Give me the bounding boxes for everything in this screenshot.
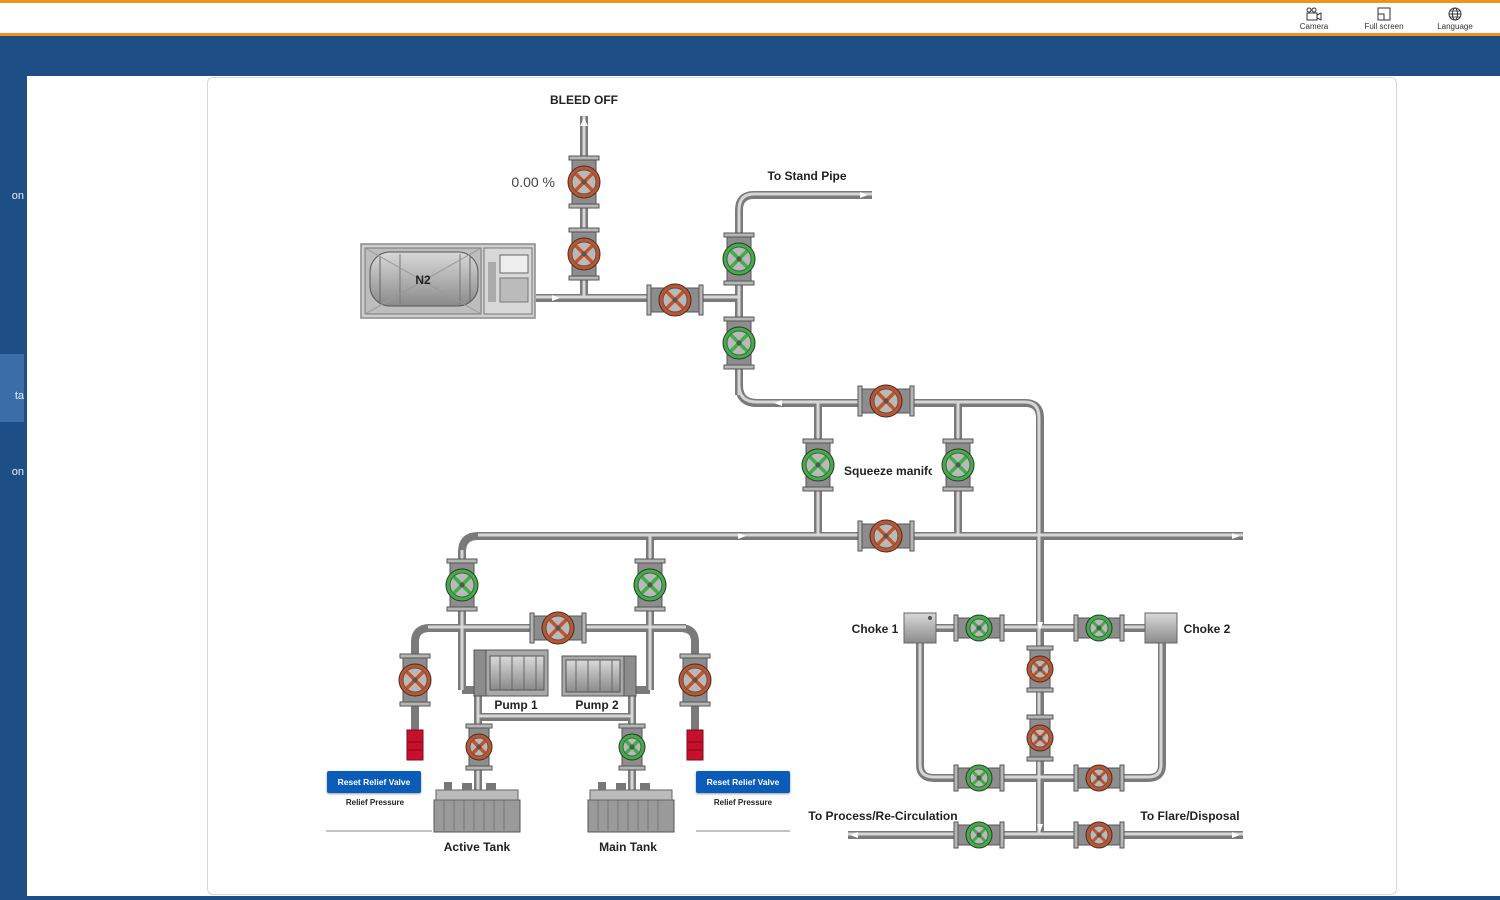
pipe-highlights (428, 116, 1243, 836)
bleed-off-valve-1[interactable] (567, 155, 601, 209)
sidebar-item-1[interactable]: on (0, 190, 24, 202)
choke1-valve[interactable] (953, 614, 1005, 642)
n2-tank: N2 (360, 243, 536, 319)
squeeze-label-bg (840, 460, 932, 482)
sidebar-item-label: on (11, 466, 24, 478)
pump1-discharge-valve[interactable] (445, 558, 479, 612)
choke2-valve[interactable] (1073, 614, 1125, 642)
main-tank (587, 782, 675, 833)
choke-bypass-valve-1[interactable] (1026, 645, 1054, 693)
pump-crossover-valve[interactable] (529, 611, 587, 645)
active-tank-label: Active Tank (444, 840, 511, 854)
stand-pipe-valve-1[interactable] (722, 232, 756, 286)
reset-relief-valve-left-button[interactable]: Reset Relief Valve (327, 771, 421, 793)
to-flare-label: To Flare/Disposal (1140, 809, 1239, 823)
reset-relief-valve-right-button[interactable]: Reset Relief Valve (696, 771, 790, 793)
bleed-off-label: BLEED OFF (550, 93, 618, 107)
choke-1 (903, 612, 937, 644)
flow-arrows (552, 118, 1240, 838)
relief-pressure-right-label: Relief Pressure (714, 798, 773, 807)
choke-2-label: Choke 2 (1184, 622, 1231, 636)
fullscreen-label: Full screen (1364, 22, 1404, 31)
squeeze-manifold-label: Squeeze manifold (844, 464, 946, 478)
fullscreen-button[interactable]: Full screen (1354, 5, 1414, 37)
arrow-up-icon (580, 118, 588, 126)
sidebar-item-3[interactable]: on (0, 466, 24, 478)
arrow-right-icon (738, 533, 746, 539)
relief-valve-left[interactable] (398, 653, 432, 707)
sidebar-item-active[interactable] (0, 354, 24, 422)
language-label: Language (1437, 22, 1473, 31)
manifold-mid-valve[interactable] (857, 519, 915, 553)
arrow-right-icon (1232, 832, 1240, 838)
pump-1-label: Pump 1 (494, 698, 538, 712)
n2-label: N2 (415, 273, 431, 287)
choke-1-label: Choke 1 (852, 622, 899, 636)
choke-return-valve-right[interactable] (1073, 764, 1125, 792)
sidebar: on ta on (0, 74, 24, 900)
n2-valve[interactable] (646, 283, 704, 317)
active-tank-suction-valve[interactable] (465, 723, 493, 771)
globe-icon (1448, 7, 1462, 21)
main-tank-label: Main Tank (599, 840, 657, 854)
relief-pressure-left-label: Relief Pressure (346, 798, 405, 807)
choke-2 (1144, 612, 1178, 644)
to-process-label: To Process/Re-Circulation (808, 809, 957, 823)
top-toolbar: Camera Full screen Language (0, 0, 1500, 36)
diagram-panel (207, 77, 1397, 895)
squeeze-label-clip: Squeeze manifold (844, 464, 946, 478)
squeeze-valve-left[interactable] (801, 438, 835, 492)
arrow-down-icon (1037, 622, 1043, 630)
sidebar-item-2[interactable]: ta (0, 390, 24, 402)
language-button[interactable]: Language (1425, 5, 1485, 37)
arrow-left-icon (850, 832, 858, 838)
arrow-down-icon (1037, 824, 1043, 832)
camera-label: Camera (1299, 22, 1329, 31)
arrow-left-icon (774, 400, 782, 406)
arrow-right-icon (860, 192, 868, 198)
active-tank (433, 782, 521, 833)
relief-valve-right[interactable] (678, 653, 712, 707)
pump2-discharge-valve[interactable] (633, 558, 667, 612)
header-bar (0, 36, 1500, 74)
bleed-off-valve-2[interactable] (567, 227, 601, 281)
arrow-right-icon (1232, 533, 1240, 539)
bleed-off-percent: 0.00 % (511, 174, 555, 190)
sidebar-item-label: on (11, 190, 24, 202)
squeeze-valve-right[interactable] (941, 438, 975, 492)
pump-1 (473, 649, 549, 697)
choke-return-valve-left[interactable] (953, 764, 1005, 792)
pump-2 (561, 655, 637, 697)
main-tank-suction-valve[interactable] (618, 723, 646, 771)
sidebar-item-label: ta (14, 390, 24, 402)
camera-button[interactable]: Camera (1284, 5, 1344, 37)
stand-pipe-valve-2[interactable] (722, 316, 756, 370)
pump-2-label: Pump 2 (575, 698, 619, 712)
choke-bypass-valve-2[interactable] (1026, 714, 1054, 762)
manifold-top-valve[interactable] (857, 384, 915, 418)
relief-caps (406, 729, 704, 761)
fullscreen-icon (1377, 7, 1391, 21)
camera-icon (1306, 7, 1322, 21)
arrow-right-icon (552, 295, 560, 301)
to-stand-pipe-label: To Stand Pipe (767, 169, 846, 183)
flare-valve[interactable] (1073, 821, 1125, 849)
process-valve[interactable] (953, 821, 1005, 849)
